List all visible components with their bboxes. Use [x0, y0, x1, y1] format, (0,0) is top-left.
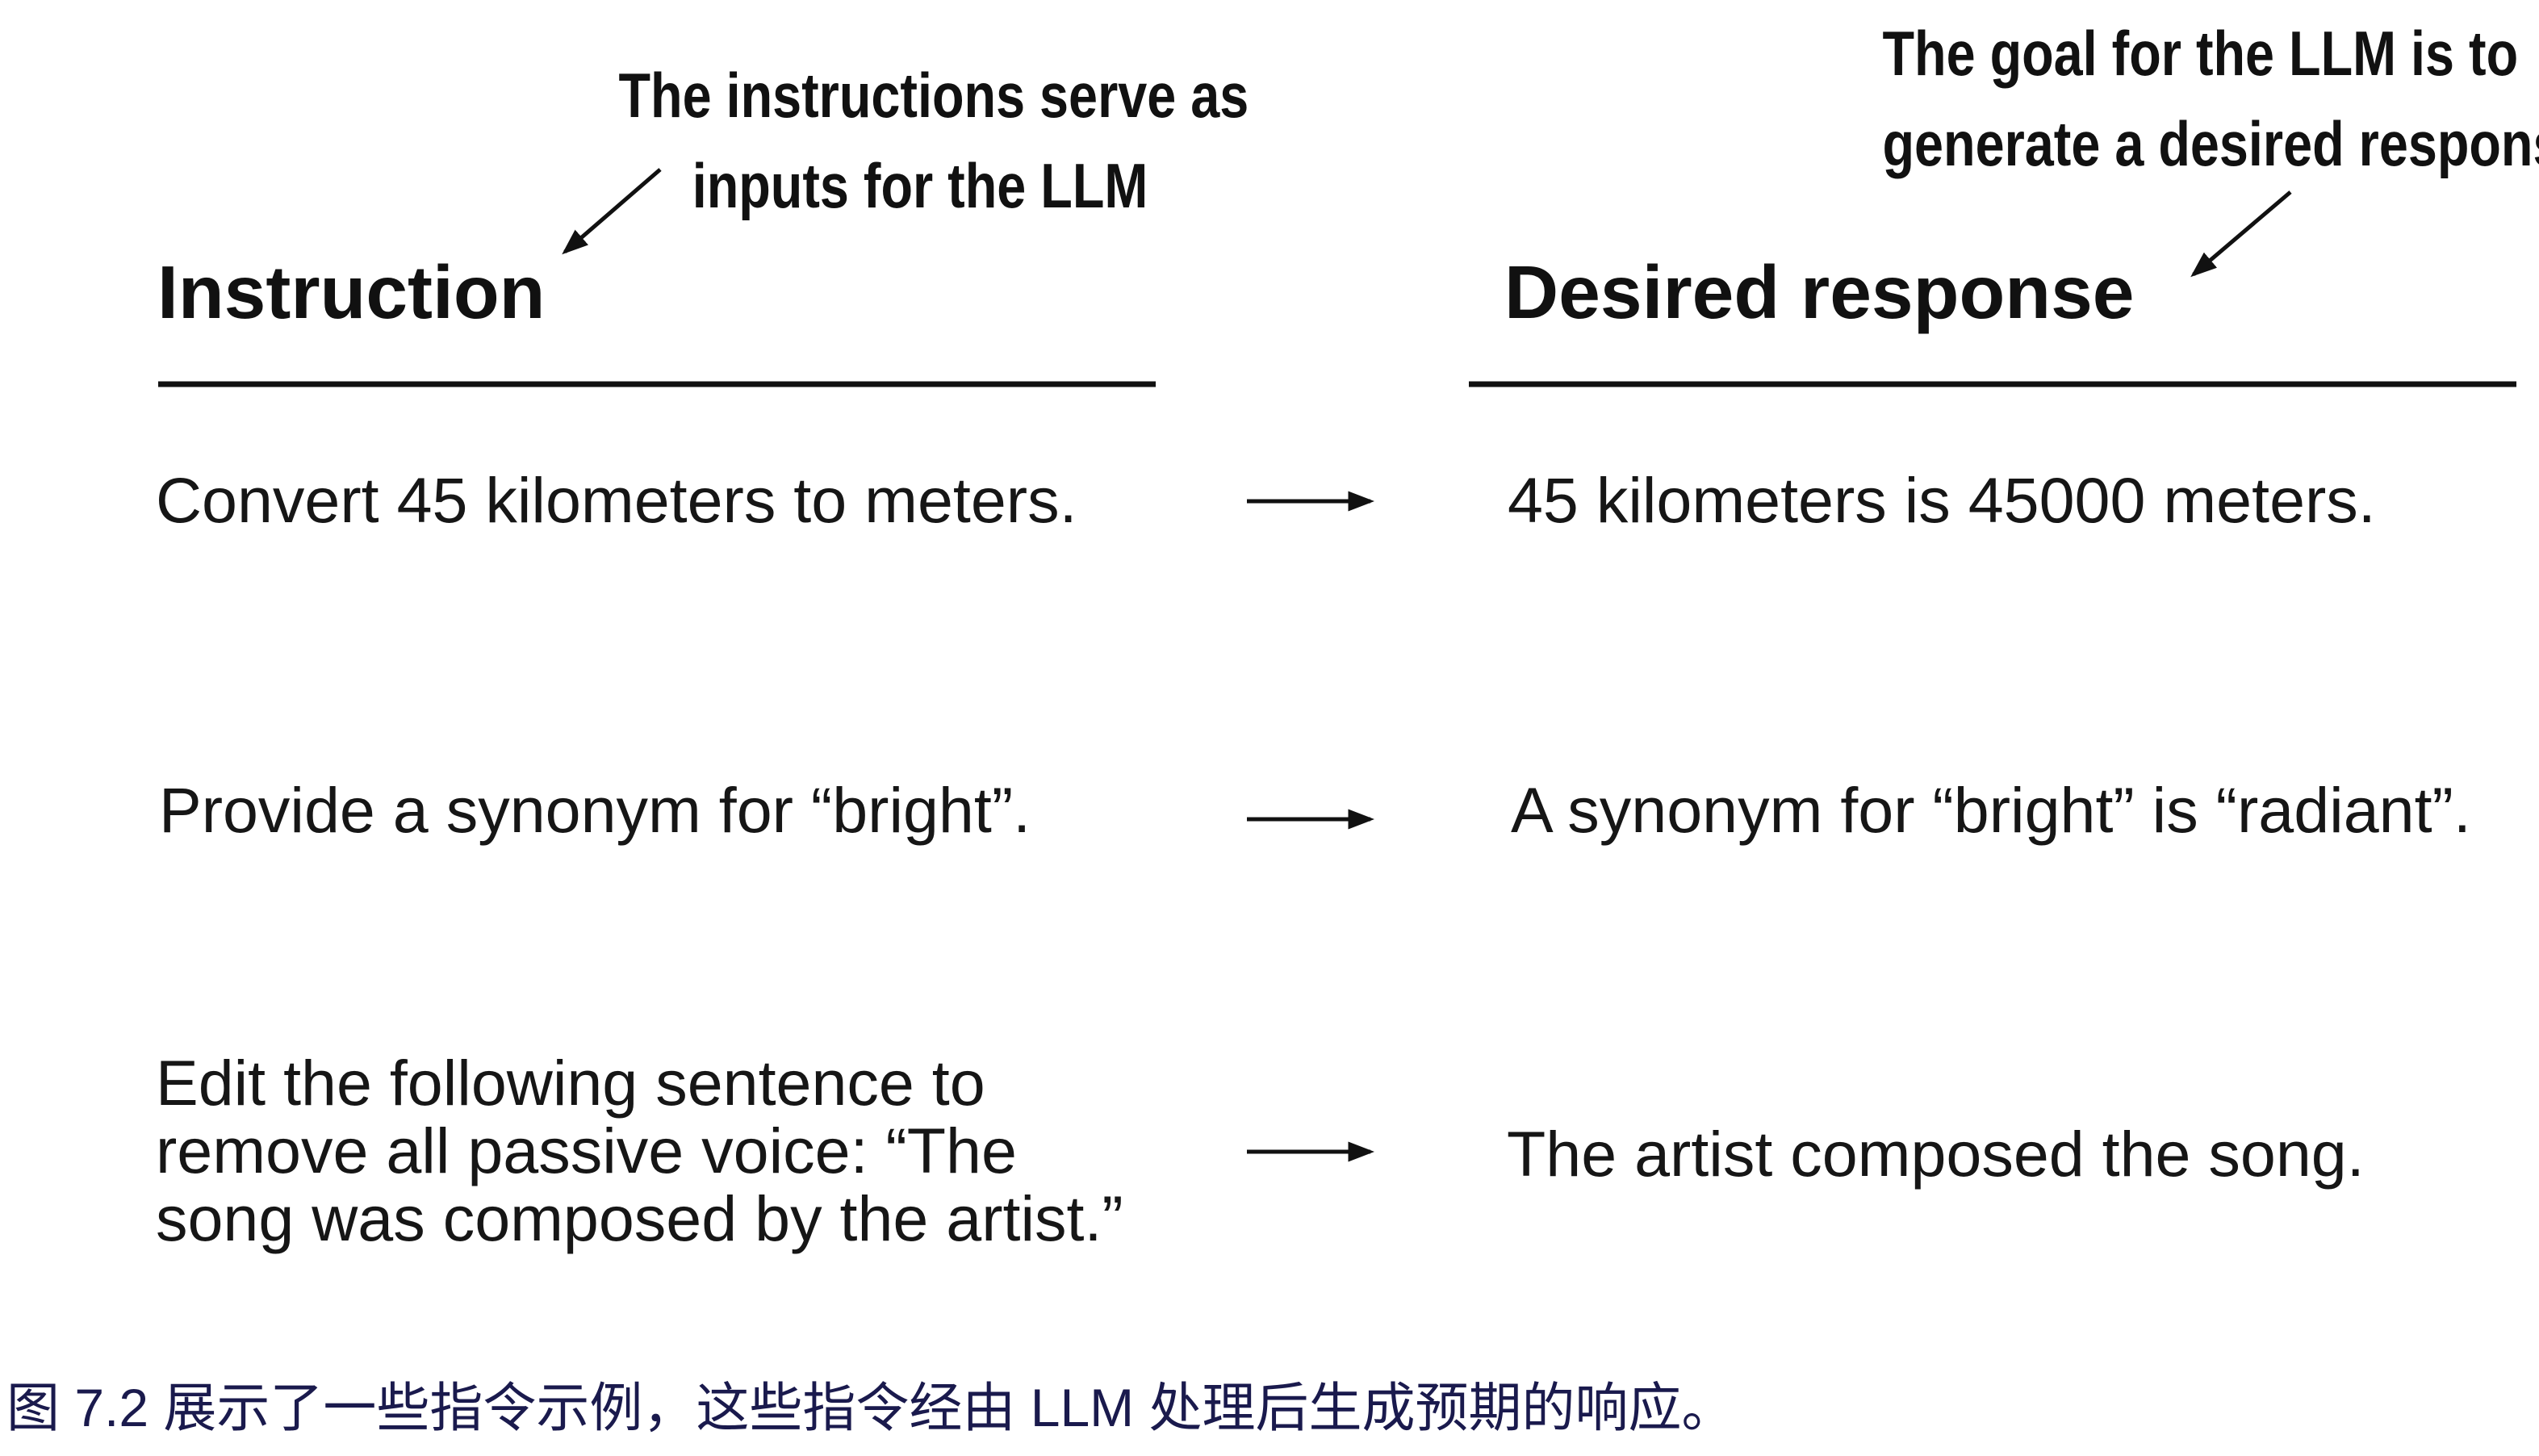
instructions-annotation: The instructions serve as inputs for the…: [618, 50, 1249, 231]
response-annotation-arrow: [2190, 190, 2292, 278]
row-3-instruction-line-1: Edit the following sentence to: [156, 1047, 985, 1119]
row-3-instruction-line-3: song was composed by the artist.”: [156, 1182, 1123, 1254]
row-3-instruction-line-2: remove all passive voice: “The: [156, 1115, 1017, 1186]
response-annotation-line-1: The goal for the LLM is to: [1882, 18, 2519, 89]
row-3-response: The artist composed the song.: [1507, 1118, 2365, 1190]
row-1-response: 45 kilometers is 45000 meters.: [1508, 464, 2376, 536]
response-annotation: The goal for the LLM is to generate a de…: [1882, 8, 2539, 189]
instruction-header: Instruction: [157, 250, 546, 334]
response-annotation-line-2: generate a desired response: [1882, 108, 2539, 179]
figure-caption: 图 7.2 展示了一些指令示例，这些指令经由 LLM 处理后生成预期的响应。: [6, 1378, 1735, 1437]
row-1-instruction: Convert 45 kilometers to meters.: [156, 464, 1077, 536]
instructions-annotation-line-2: inputs for the LLM: [692, 150, 1148, 221]
response-header: Desired response: [1504, 250, 2135, 334]
row-3-instruction: Edit the following sentence to remove al…: [156, 1049, 1123, 1253]
instructions-annotation-line-1: The instructions serve as: [618, 60, 1249, 131]
row-2-instruction: Provide a synonym for “bright”.: [159, 774, 1031, 846]
row-2-response: A synonym for “bright” is “radiant”.: [1511, 774, 2471, 846]
